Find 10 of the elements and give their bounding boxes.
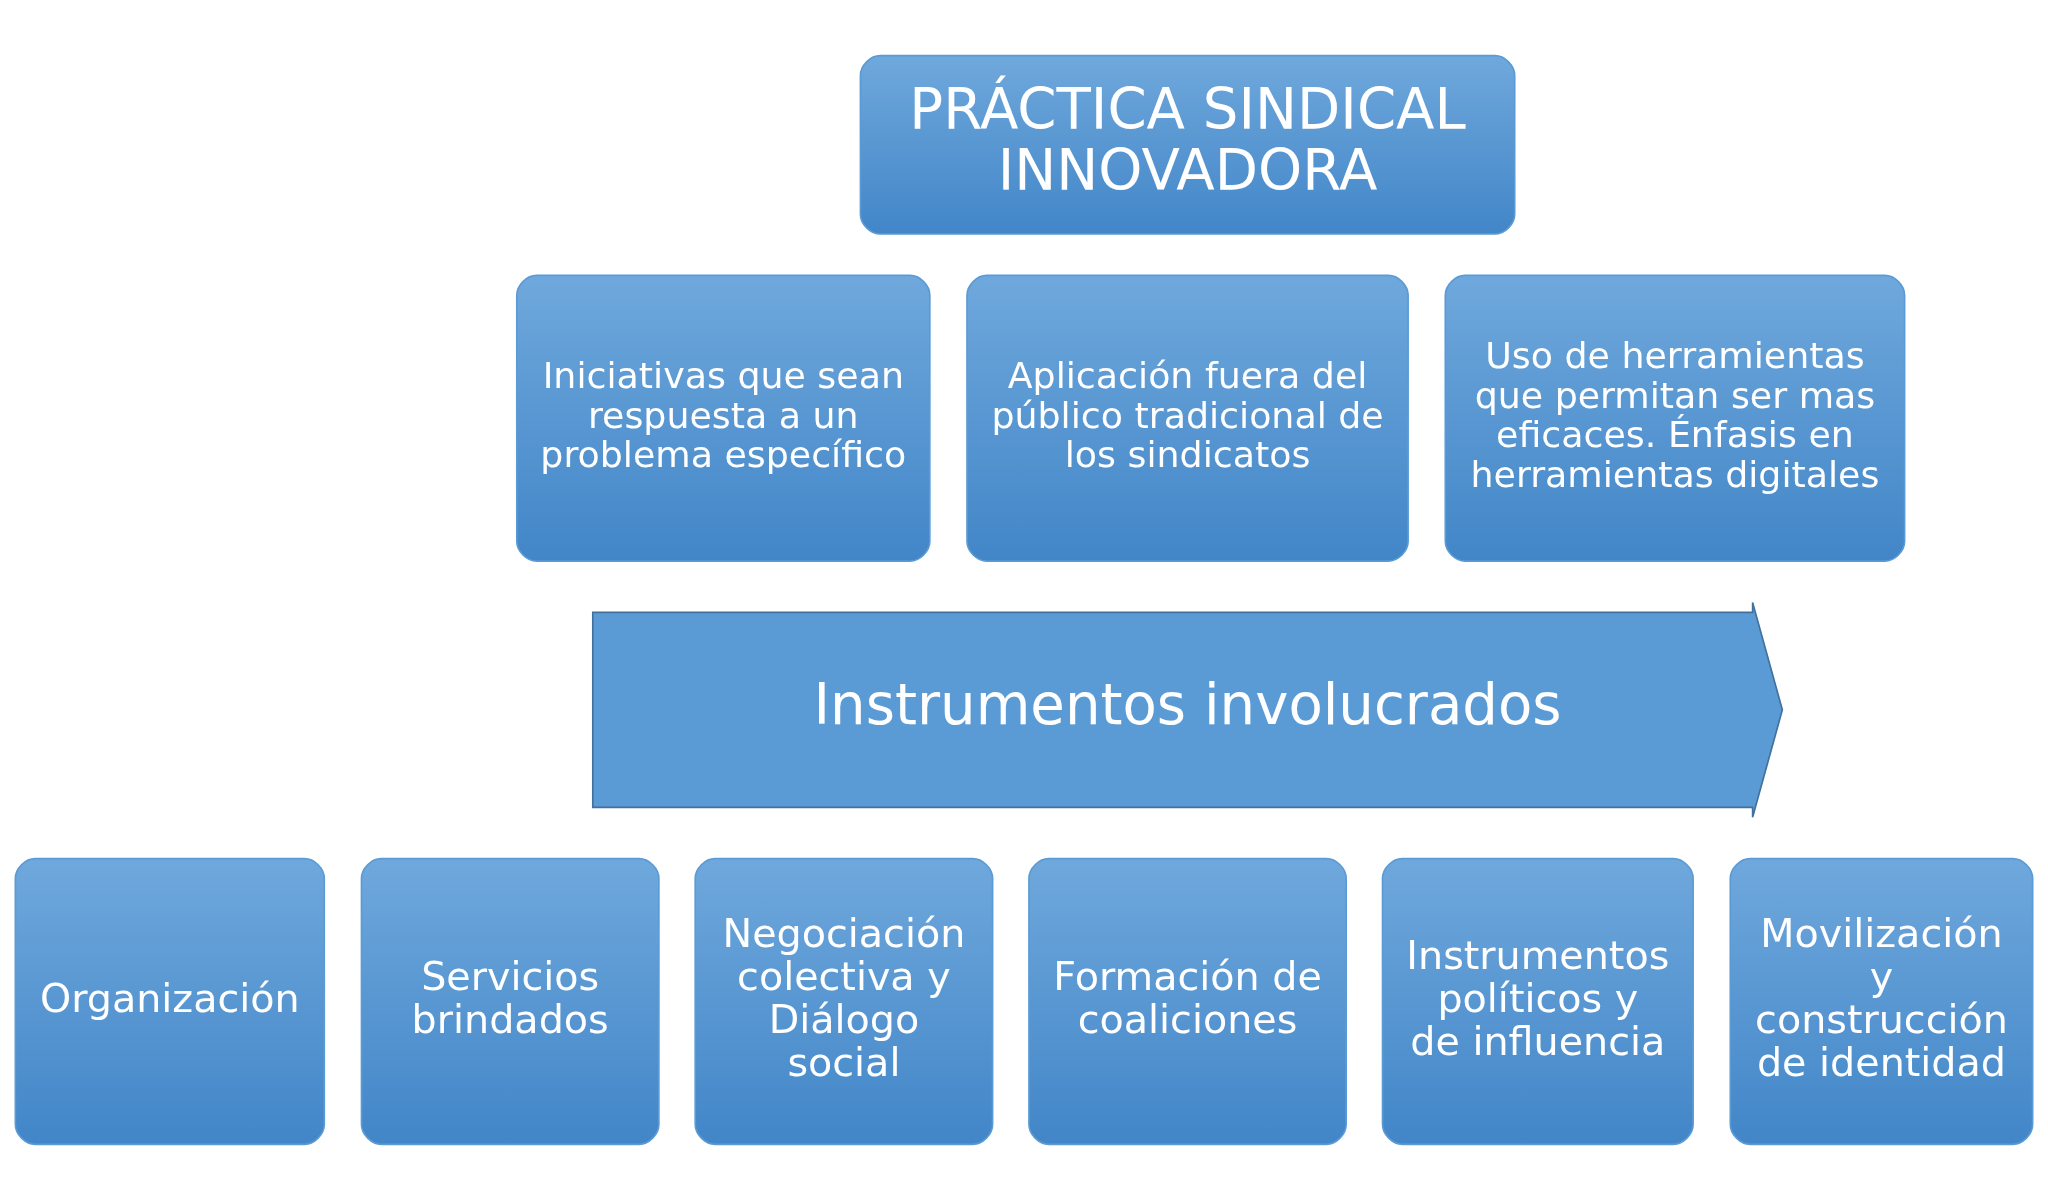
node-box: Negociación colectiva y Diálogo social xyxy=(694,857,994,1145)
node-box: Iniciativas que sean respuesta a un problema específico xyxy=(515,274,931,562)
node-box: Aplicación fuera del público tradicional de los sindicatos xyxy=(966,274,1409,562)
node-box: PRÁCTICA SINDICAL INNOVADORA xyxy=(859,54,1516,235)
node-box: Uso de herramientas que permitan ser mas eficaces. Énfasis en herramientas digitales xyxy=(1444,274,1906,562)
node-box: Formación de coaliciones xyxy=(1028,857,1347,1145)
node-box: Servicios brindados xyxy=(360,857,660,1145)
node-box: Organización xyxy=(14,857,326,1145)
node-box: Movilización y construcción de identidad xyxy=(1729,857,2034,1145)
node-box: Instrumentos políticos y de influencia xyxy=(1381,857,1694,1145)
